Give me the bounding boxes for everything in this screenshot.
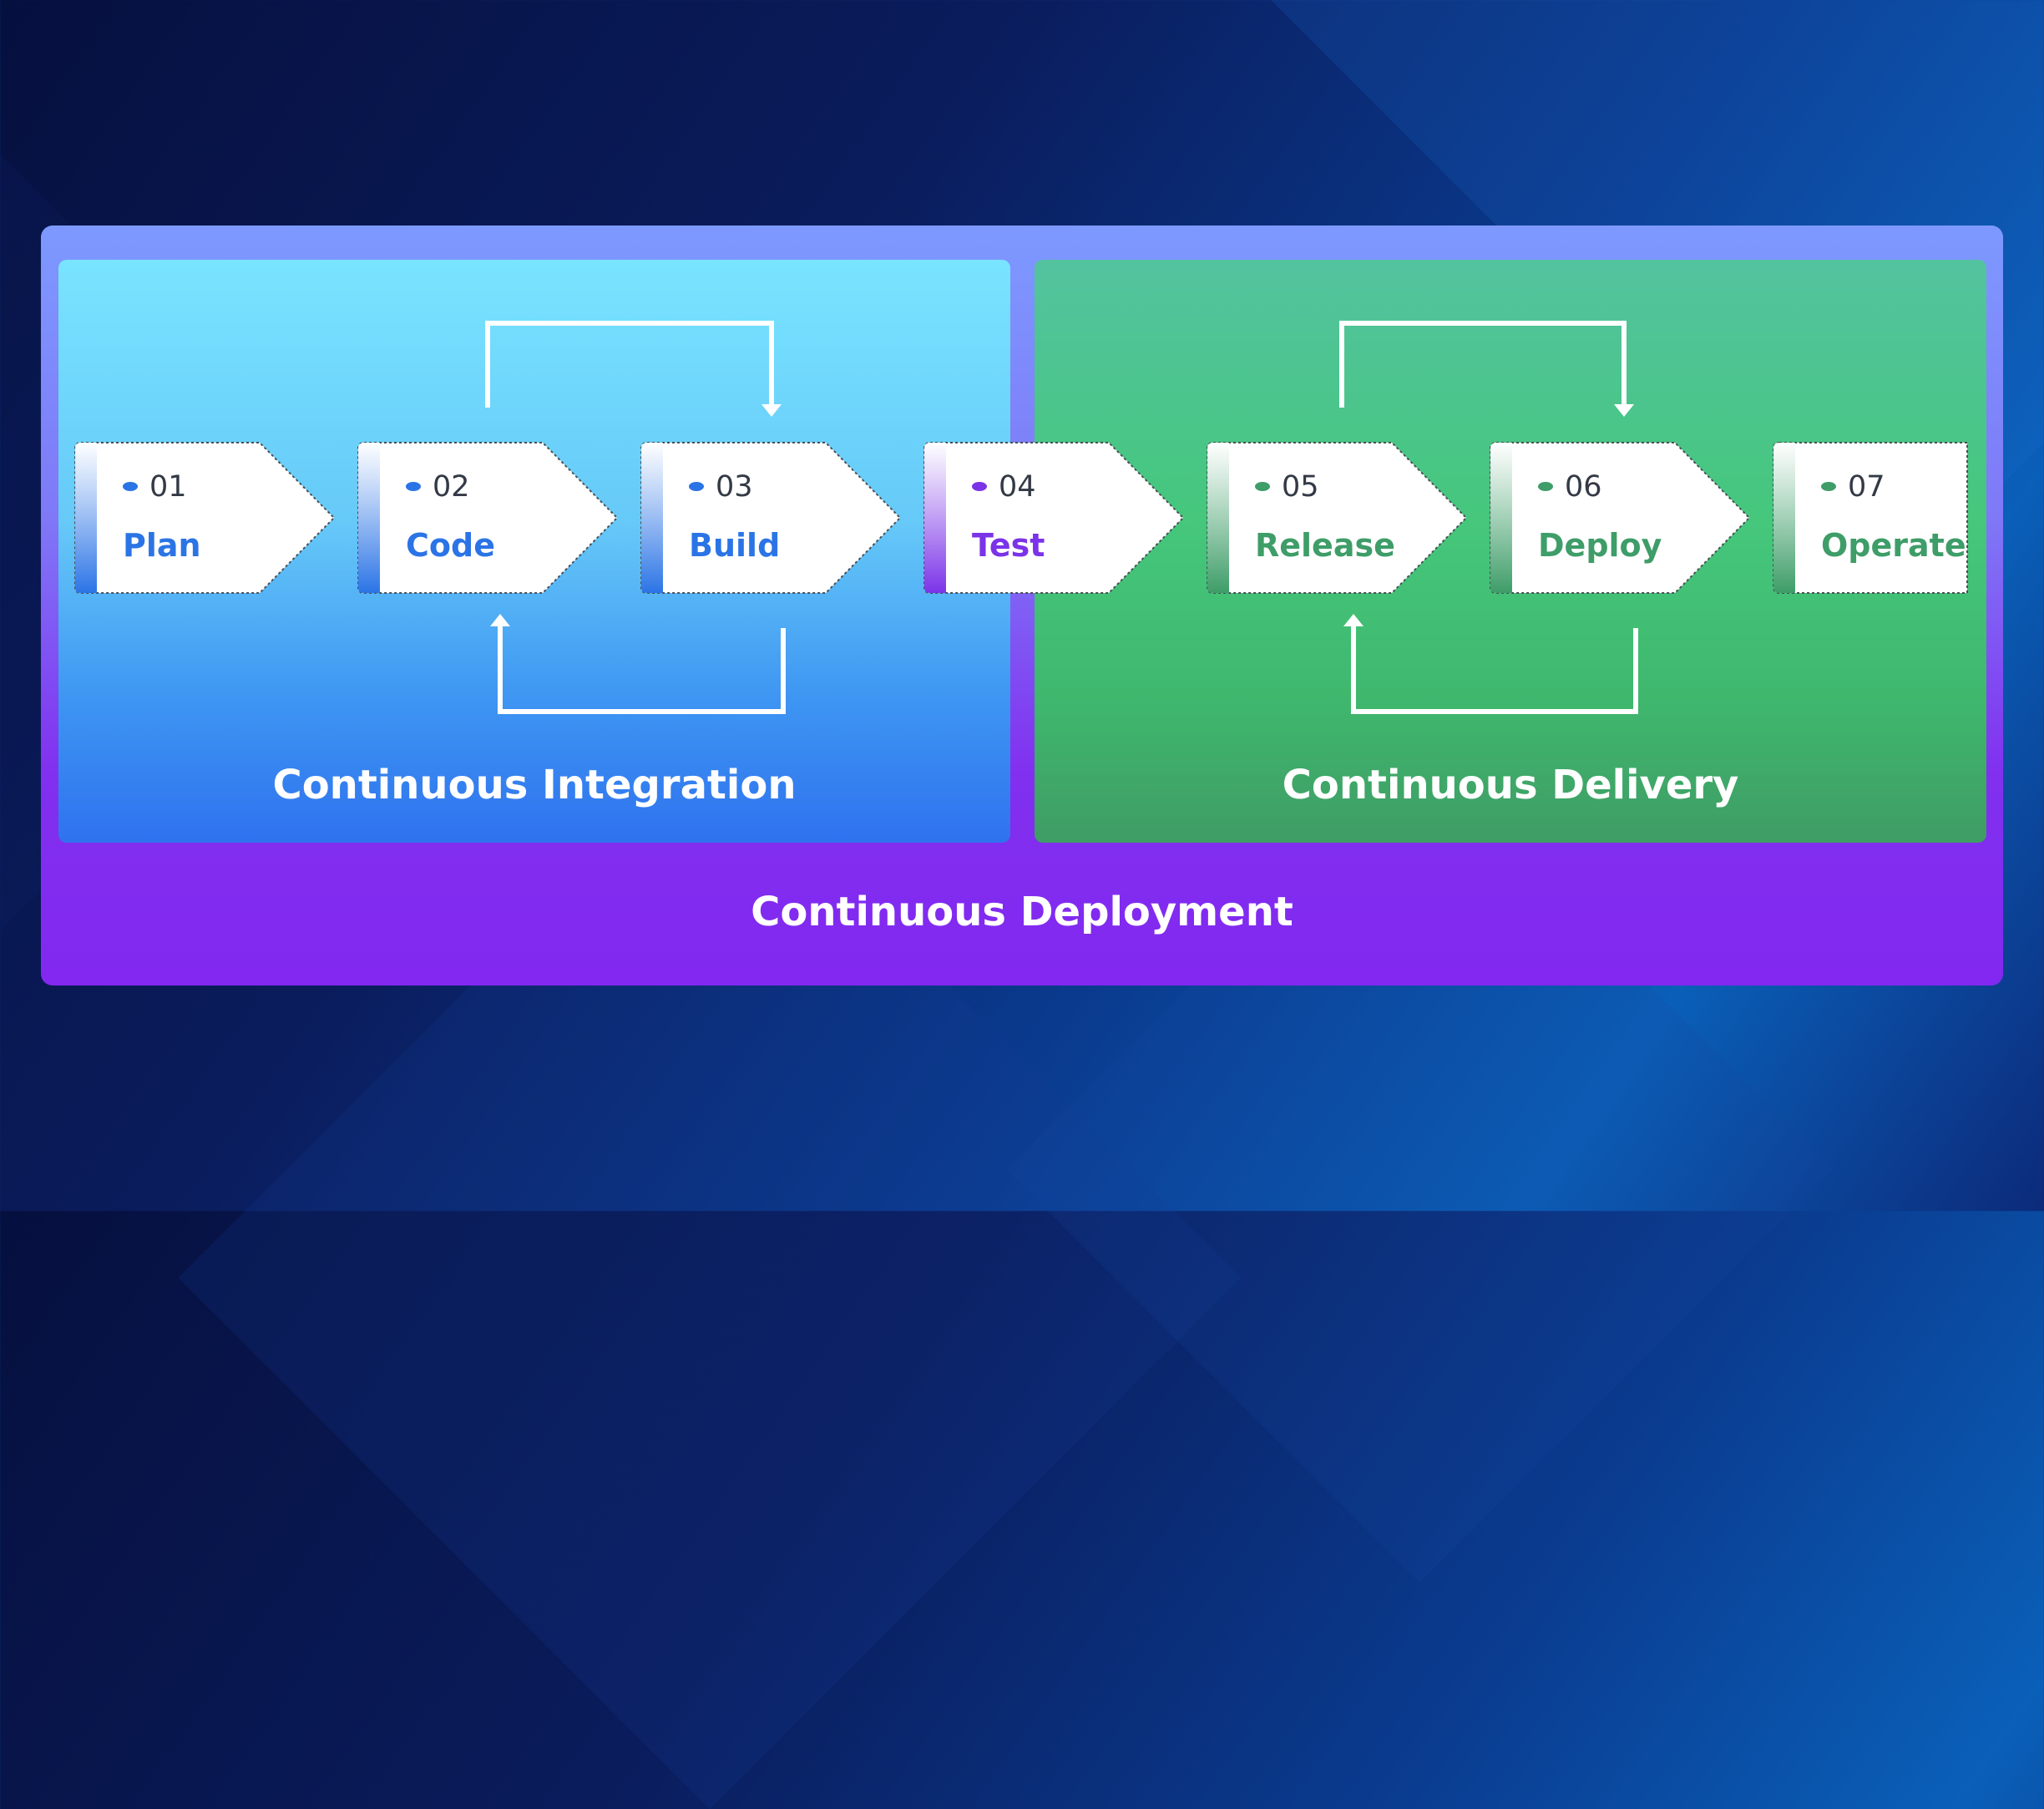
stage-name: Operate	[1821, 527, 1966, 564]
stage-accent-bar	[641, 443, 663, 593]
stage-number: 05	[1282, 470, 1319, 504]
stage-card-shape	[1490, 442, 1751, 594]
stage-number: 04	[999, 470, 1036, 504]
stage-dot-icon	[972, 482, 987, 491]
stage-card-shape	[1207, 442, 1468, 594]
stage-card-body	[74, 442, 336, 594]
stage-accent-bar	[75, 443, 97, 593]
stage-name: Code	[406, 527, 495, 564]
stage-name: Plan	[123, 527, 201, 564]
stage-card-shape	[640, 442, 902, 594]
continuous-integration-label: Continuous Integration	[272, 762, 797, 808]
continuous-delivery-label: Continuous Delivery	[1282, 762, 1739, 808]
stage-name: Test	[972, 527, 1045, 564]
stage-dot-icon	[1255, 482, 1270, 491]
stage-card-body	[640, 442, 902, 594]
stage-number: 03	[716, 470, 753, 504]
stage-card-shape	[357, 442, 619, 594]
stage-number: 06	[1565, 470, 1602, 504]
stage-dot-icon	[406, 482, 421, 491]
stage-dot-icon	[123, 482, 138, 491]
stage-code: 02 Code	[357, 442, 619, 594]
stage-accent-bar	[924, 443, 946, 593]
stage-card-body	[1490, 442, 1751, 594]
stage-name: Build	[689, 527, 781, 564]
stage-release: 05 Release	[1207, 442, 1468, 594]
stage-card-body	[357, 442, 619, 594]
stage-card-shape	[923, 442, 1185, 594]
stage-dot-icon	[1821, 482, 1836, 491]
stage-accent-bar	[1773, 443, 1795, 593]
stage-number: 01	[149, 470, 187, 504]
stage-card-shape	[1773, 442, 1968, 594]
continuous-deployment-label: Continuous Deployment	[751, 889, 1293, 935]
stage-accent-bar	[358, 443, 380, 593]
stage-accent-bar	[1490, 443, 1512, 593]
stage-name: Deploy	[1538, 527, 1662, 564]
stage-card-body	[1773, 442, 1968, 594]
stage-test: 04 Test	[923, 442, 1185, 594]
stage-deploy: 06 Deploy	[1490, 442, 1751, 594]
stage-card-body	[923, 442, 1185, 594]
stage-name: Release	[1255, 527, 1395, 564]
stage-accent-bar	[1207, 443, 1229, 593]
stage-dot-icon	[1538, 482, 1553, 491]
stage-number: 02	[433, 470, 470, 504]
stage-plan: 01 Plan	[74, 442, 336, 594]
stage-operate: 07 Operate	[1773, 442, 1968, 594]
stage-dot-icon	[689, 482, 704, 491]
stage-card-body	[1207, 442, 1468, 594]
stage-card-shape	[74, 442, 336, 594]
stage-number: 07	[1848, 470, 1885, 504]
stage-build: 03 Build	[640, 442, 902, 594]
